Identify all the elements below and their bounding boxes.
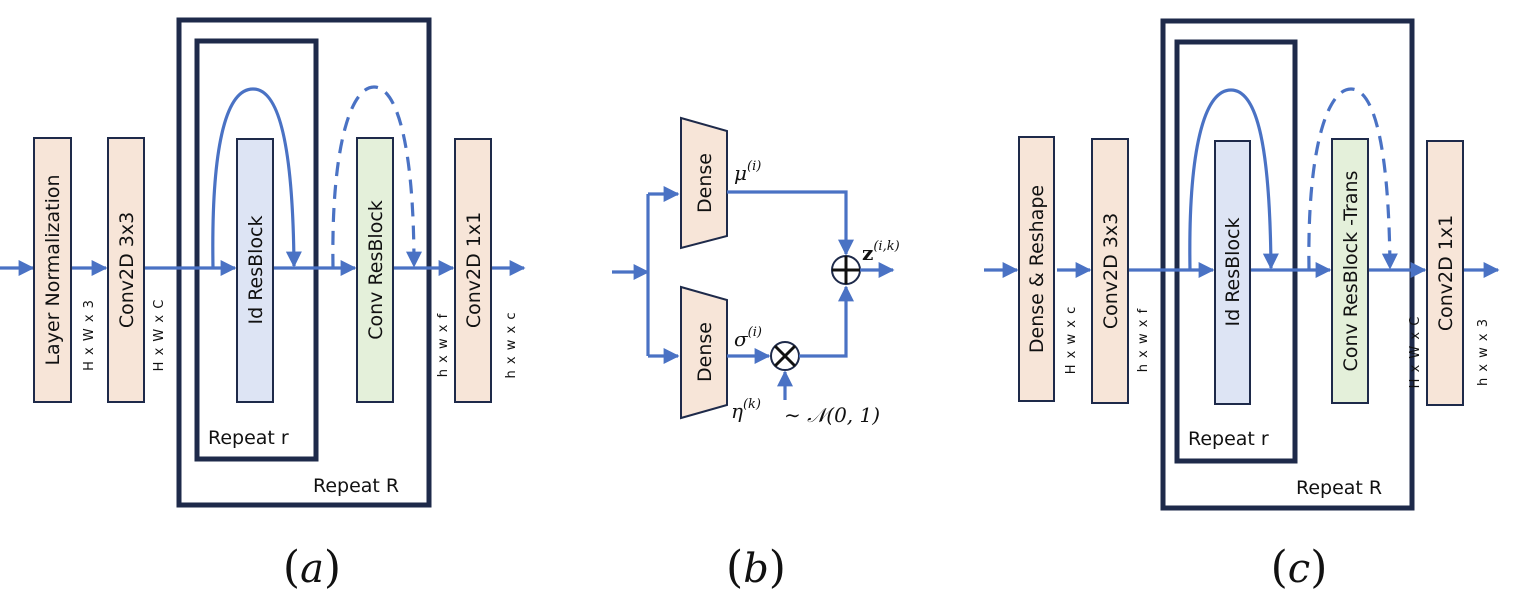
conv1x1-block-c (1426, 140, 1464, 406)
repeat-outer-label-c: Repeat R (1296, 477, 1382, 499)
dense-bottom-block (680, 285, 728, 420)
product-path (799, 285, 854, 358)
dim-after-conv1x1-c: h x w x 3 (1476, 318, 1491, 386)
repeat-inner-label-c: Repeat r (1188, 428, 1269, 450)
caption-c: (c) (1271, 542, 1328, 593)
identity-skip-arc (211, 87, 302, 269)
dense-bottom-label: Dense (694, 322, 716, 382)
add-operator-icon (831, 255, 861, 285)
layer-norm-block (33, 137, 72, 403)
conv3x3-label-c: Conv2D 3x3 (1100, 213, 1122, 329)
repeat-inner-frame-c (1174, 39, 1298, 464)
noise-distribution-label: ∼ 𝒩(0, 1) (784, 403, 880, 427)
dim-after-conv1x1: h x w x c (504, 312, 519, 379)
layer-norm-label: Layer Normalization (42, 174, 64, 365)
sigma-label: σ(i) (734, 325, 762, 351)
eta-label: η(k) (731, 397, 761, 423)
caption-b: (b) (726, 542, 786, 593)
z-label: z(i,k) (862, 239, 900, 265)
dense-top-block (680, 116, 728, 250)
conv-skip-arc-dashed (331, 85, 422, 269)
conv-resblock-trans-label: Conv ResBlock -Trans (1340, 171, 1362, 372)
caption-a: (a) (283, 542, 341, 593)
panel-a: Layer Normalization Conv2D 3x3 Id ResBlo… (0, 17, 526, 593)
conv-trans-skip-arc-dashed (1307, 87, 1398, 271)
repeat-inner-label: Repeat r (208, 427, 289, 449)
panel-b: Dense Dense μ(i) σ(i) η(k) ∼ 𝒩(0, 1) z(i… (612, 116, 900, 593)
dim-after-layer-norm: H x W x 3 (82, 299, 97, 371)
dim-after-conv3x3: H x W x C (152, 299, 167, 372)
dim-after-conv3x3-c: h x w x f (1136, 308, 1151, 372)
repeat-outer-label: Repeat R (313, 475, 399, 497)
identity-skip-arc-c (1188, 88, 1279, 271)
mu-label: μ(i) (734, 159, 761, 185)
mu-path (727, 190, 854, 256)
repeat-inner-frame (194, 38, 319, 462)
dim-before-conv1x1-c: H x W x C (1408, 316, 1423, 389)
id-resblock-label-c: Id ResBlock (1222, 217, 1244, 326)
conv3x3-label: Conv2D 3x3 (116, 212, 138, 328)
conv1x1-block (454, 138, 492, 403)
conv-resblock-label: Conv ResBlock (365, 200, 387, 340)
conv-resblock-block (356, 137, 394, 403)
dense-top-label: Dense (694, 153, 716, 213)
conv3x3-block-c (1091, 138, 1129, 404)
conv3x3-block (107, 137, 145, 403)
multiply-operator-icon (770, 341, 800, 371)
dense-reshape-block (1018, 136, 1055, 402)
dim-before-conv1x1: h x w x f (436, 313, 451, 377)
panel-c: Dense & Reshape Conv2D 3x3 Id ResBlock C… (984, 18, 1500, 593)
conv1x1-label: Conv2D 1x1 (463, 212, 485, 328)
conv-resblock-trans-block (1331, 138, 1369, 404)
repeat-outer-frame (176, 17, 432, 508)
dim-after-dense-reshape: H x w x c (1064, 306, 1079, 374)
id-resblock-block (236, 138, 274, 403)
dense-reshape-label: Dense & Reshape (1026, 185, 1048, 353)
id-resblock-label: Id ResBlock (245, 215, 267, 324)
conv1x1-label-c: Conv2D 1x1 (1435, 215, 1457, 331)
id-resblock-block-c (1214, 140, 1251, 405)
